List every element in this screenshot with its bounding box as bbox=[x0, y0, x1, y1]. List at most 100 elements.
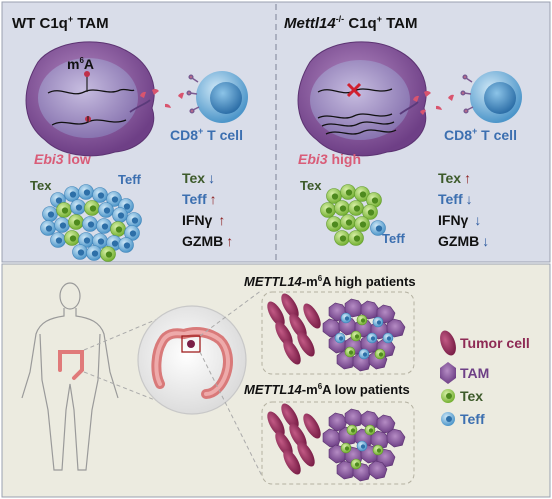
tex-cell bbox=[344, 346, 356, 358]
legend-tumor-cell-label: Tumor cell bbox=[460, 335, 530, 351]
teff-cell bbox=[78, 232, 94, 248]
wt-tam-cell bbox=[25, 41, 155, 157]
high-patients-tissue bbox=[267, 293, 406, 372]
ko-t-cell-cluster bbox=[320, 184, 386, 246]
legend-tumor-cell-icon bbox=[440, 330, 456, 356]
wt-gene-label: Ebi3 low bbox=[34, 151, 91, 167]
teff-cell bbox=[334, 332, 346, 344]
legend-tam-icon bbox=[440, 362, 456, 384]
zoom-line-to-tumor-top bbox=[199, 289, 263, 337]
tex-cell bbox=[350, 330, 362, 342]
ko-marker-tex: Tex↑ bbox=[438, 170, 471, 186]
tumor-cell bbox=[283, 449, 301, 475]
ko-gene-label: Ebi3 high bbox=[298, 151, 361, 167]
tex-cell bbox=[364, 424, 376, 436]
tex-cell bbox=[362, 204, 378, 220]
mettl14-ko-title: Mettl14-/- C1q+ TAM bbox=[284, 14, 418, 32]
legend: Tumor cell TAM Tex Teff bbox=[440, 330, 530, 427]
zoom-line-to-tumor-bottom bbox=[199, 351, 263, 477]
tam-cell bbox=[376, 414, 396, 434]
teff-cell bbox=[54, 217, 70, 233]
m6a-label: m6A bbox=[67, 56, 94, 72]
tex-cell bbox=[348, 230, 364, 246]
wt-marker-teff: Teff↑ bbox=[182, 191, 217, 207]
teff-cell bbox=[372, 316, 384, 328]
tam-cell bbox=[328, 412, 348, 432]
tam-cell bbox=[368, 460, 388, 480]
tam-cell bbox=[386, 318, 406, 338]
tex-cell bbox=[340, 214, 356, 230]
low-patients-label: METTL14-m6A low patients bbox=[244, 382, 410, 397]
teff-cell bbox=[124, 225, 140, 241]
ko-secretion-arrow bbox=[399, 101, 419, 115]
tumor-site-icon bbox=[187, 340, 195, 348]
teff-cell bbox=[42, 206, 58, 222]
teff-cell bbox=[72, 244, 88, 260]
teff-cell bbox=[98, 202, 114, 218]
teff-cell bbox=[112, 207, 128, 223]
tumor-cell bbox=[281, 403, 299, 429]
tex-cell bbox=[64, 230, 80, 246]
m6a-removed-cross-icon bbox=[346, 82, 362, 98]
tex-cell bbox=[320, 202, 336, 218]
tex-cell bbox=[326, 188, 342, 204]
wt-cd8-t-cell bbox=[186, 71, 248, 123]
wt-secretion-arrow bbox=[129, 99, 151, 113]
wt-marker-list: Tex↓ Teff↑ IFNγ↑ GZMB↑ bbox=[182, 170, 233, 249]
teff-cell bbox=[356, 440, 368, 452]
ko-cd8-label: CD8+ T cell bbox=[444, 126, 517, 143]
teff-cell bbox=[82, 216, 98, 232]
teff-cell bbox=[92, 233, 108, 249]
wt-t-cell-cluster bbox=[40, 184, 142, 262]
tumor-cell bbox=[303, 303, 321, 329]
wt-marker-ifng: IFNγ↑ bbox=[182, 212, 225, 228]
low-patients-tissue bbox=[267, 403, 406, 482]
tam-cell bbox=[322, 318, 342, 338]
tex-cell bbox=[334, 200, 350, 216]
ko-marker-gzmb: GZMB↓ bbox=[438, 233, 489, 249]
wt-cluster-tex-label: Tex bbox=[30, 178, 52, 193]
teff-cell bbox=[86, 245, 102, 261]
tex-cell bbox=[56, 202, 72, 218]
teff-cell bbox=[126, 212, 142, 228]
tex-cell bbox=[100, 246, 116, 262]
tex-cell bbox=[354, 216, 370, 232]
tex-cell bbox=[346, 424, 358, 436]
tumor-cell bbox=[267, 411, 285, 437]
tex-cell bbox=[68, 214, 84, 230]
teff-cell bbox=[92, 187, 108, 203]
wt-title: WT C1q+ TAM bbox=[12, 14, 109, 32]
wt-secreted-particles bbox=[140, 89, 184, 108]
tex-cell bbox=[356, 314, 368, 326]
tumor-cell bbox=[297, 441, 315, 467]
teff-cell bbox=[366, 332, 378, 344]
ko-secreted-particles bbox=[413, 91, 454, 115]
tex-cell bbox=[348, 200, 364, 216]
human-body-outline bbox=[21, 282, 119, 471]
teff-cell bbox=[118, 237, 134, 253]
tex-cell bbox=[110, 221, 126, 237]
ko-tam-cell bbox=[297, 41, 427, 157]
wt-cluster-teff-label: Teff bbox=[118, 172, 142, 187]
tex-cell bbox=[340, 184, 356, 200]
ko-cluster-tex-label: Tex bbox=[300, 178, 322, 193]
tumor-cell bbox=[303, 413, 321, 439]
teff-cell bbox=[106, 191, 122, 207]
wt-marker-gzmb: GZMB↑ bbox=[182, 233, 233, 249]
ko-marker-ifng: IFNγ↓ bbox=[438, 212, 481, 228]
teff-cell bbox=[78, 184, 94, 200]
tam-cell bbox=[370, 430, 390, 450]
tumor-cell bbox=[267, 301, 285, 327]
tex-cell bbox=[372, 444, 384, 456]
tumor-cell bbox=[281, 293, 299, 319]
high-patients-label: METTL14-m6A high patients bbox=[244, 274, 416, 289]
bottom-panel-background bbox=[1, 263, 551, 498]
ko-marker-list: Tex↑ Teff↓ IFNγ↓ GZMB↓ bbox=[438, 170, 489, 249]
legend-teff-icon bbox=[441, 412, 455, 426]
teff-cell bbox=[340, 312, 352, 324]
wt-cd8-label: CD8+ T cell bbox=[170, 126, 243, 143]
teff-cell bbox=[40, 220, 56, 236]
tex-cell bbox=[350, 458, 362, 470]
body-colon-icon bbox=[58, 350, 84, 380]
tex-cell bbox=[326, 216, 342, 232]
